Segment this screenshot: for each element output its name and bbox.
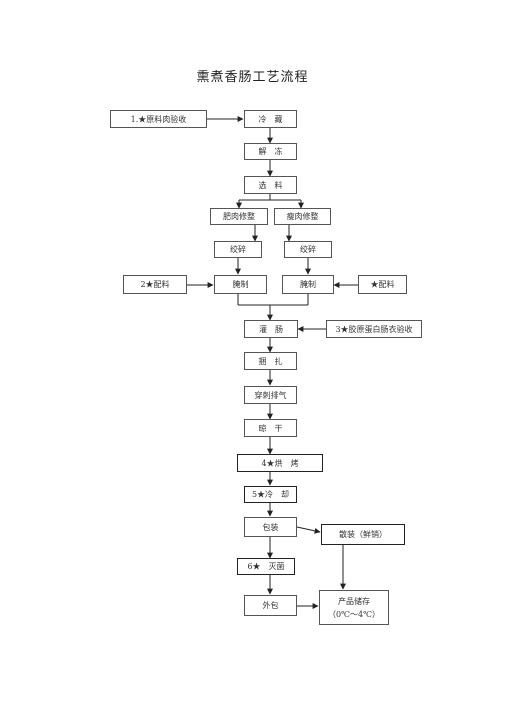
step-packaging: 包装 xyxy=(244,517,297,537)
step-stuffing: 灌 肠 xyxy=(244,320,298,338)
step-casing-inspection: 3★胶原蛋白肠衣验收 xyxy=(326,320,422,338)
step-thaw: 解 冻 xyxy=(244,143,297,160)
step-grind-right: 绞碎 xyxy=(284,241,332,258)
step-select-material: 选 料 xyxy=(244,176,297,194)
step-raw-material-inspection: 1.★原料肉验收 xyxy=(110,110,207,128)
step-cooling: 5★冷 却 xyxy=(244,486,297,503)
step-product-storage: 产品储存 （0℃～4℃） xyxy=(319,590,389,625)
step-pricking-venting: 穿刺排气 xyxy=(244,386,297,404)
step-lean-trimming: 瘦肉修整 xyxy=(274,208,331,225)
storage-label: 产品储存 xyxy=(338,596,370,606)
step-outer-packaging: 外包 xyxy=(244,595,297,616)
step-curing-left: 腌制 xyxy=(214,275,267,294)
diagram-title: 熏煮香肠工艺流程 xyxy=(196,70,309,85)
step-cold-storage: 冷 藏 xyxy=(244,110,297,128)
step-fat-trimming: 肥肉修整 xyxy=(210,208,268,225)
step-baking: 4★烘 烤 xyxy=(237,454,323,472)
step-sterilization: 6★ 灭菌 xyxy=(237,558,295,575)
step-tying: 捆 扎 xyxy=(244,352,297,370)
step-bulk-fresh-sale: 散装（鲜销） xyxy=(321,524,405,545)
storage-temperature: （0℃～4℃） xyxy=(327,609,381,619)
step-air-drying: 晾 干 xyxy=(244,419,297,437)
step-ingredients-right: ★配料 xyxy=(358,275,407,294)
step-ingredients-left: 2★配料 xyxy=(123,275,187,294)
step-grind-left: 绞碎 xyxy=(214,241,262,258)
step-curing-right: 腌制 xyxy=(282,275,334,294)
